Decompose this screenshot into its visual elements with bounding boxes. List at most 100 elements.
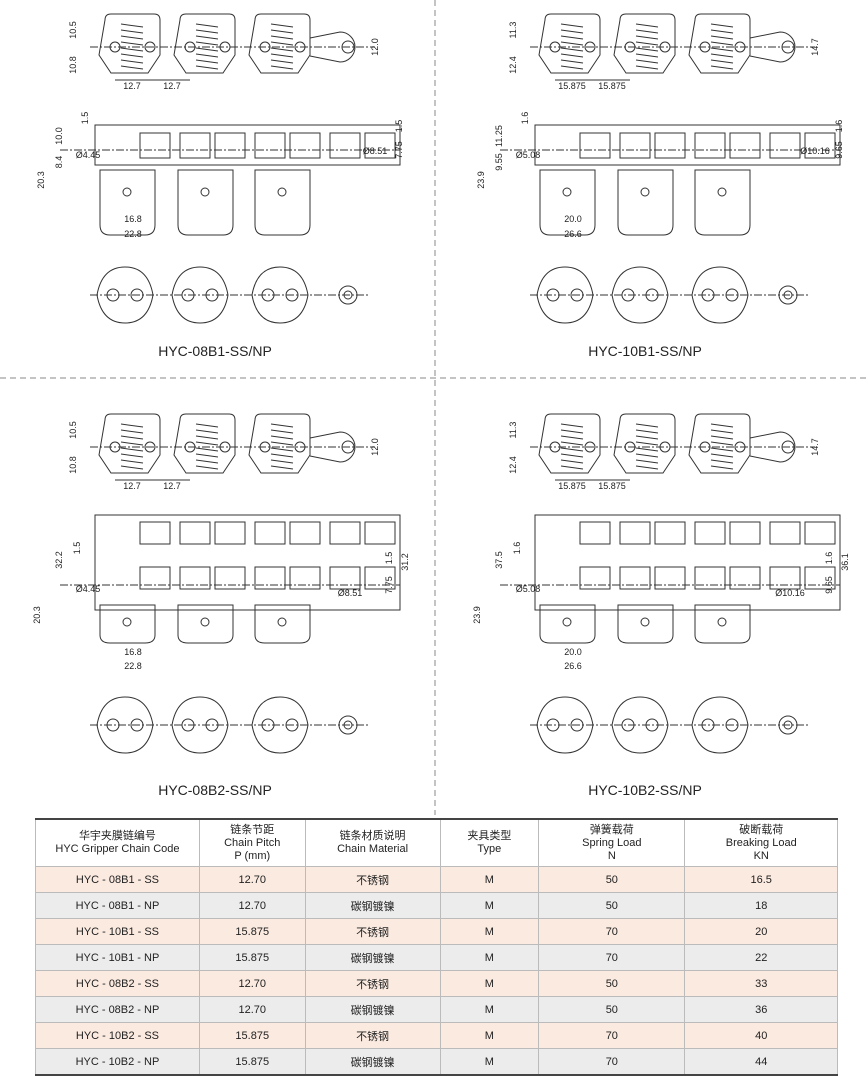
dimension-label: 26.6 bbox=[564, 229, 582, 239]
dimension-label: 37.5 bbox=[494, 551, 504, 569]
table-cell: 44 bbox=[684, 1048, 838, 1076]
dimension-label: Ø5.08 bbox=[516, 150, 541, 160]
bottom-view bbox=[90, 696, 370, 754]
table-cell: 70 bbox=[538, 1048, 686, 1076]
dimension-label: 12.0 bbox=[370, 38, 380, 56]
table-cell: HYC - 10B2 - NP bbox=[35, 1048, 200, 1076]
header-line: Chain Pitch bbox=[224, 836, 281, 849]
dimension-label: 14.7 bbox=[810, 38, 820, 56]
dimension-label: 9.55 bbox=[494, 153, 504, 171]
table-cell: 22 bbox=[684, 944, 838, 971]
dimension-label: 12.7 bbox=[163, 481, 181, 491]
table-cell: M bbox=[439, 944, 540, 971]
table-cell: HYC - 08B2 - SS bbox=[35, 970, 200, 997]
table-cell: HYC - 08B1 - SS bbox=[35, 866, 200, 893]
table-cell: M bbox=[439, 892, 540, 919]
dimension-label: 1.6 bbox=[824, 552, 834, 565]
header-line: 夹具类型 bbox=[467, 830, 512, 842]
table-cell: 不锈钢 bbox=[304, 1022, 441, 1049]
table-cell: 50 bbox=[538, 970, 686, 997]
dimension-label: 11.3 bbox=[508, 22, 518, 39]
table-cell: 12.70 bbox=[198, 892, 306, 919]
table-cell: HYC - 08B2 - NP bbox=[35, 996, 200, 1023]
header-line: 破断载荷 bbox=[739, 823, 784, 836]
table-cell: 50 bbox=[538, 866, 686, 893]
dimension-label: 7.75 bbox=[384, 576, 394, 594]
dimension-label: 16.8 bbox=[124, 647, 142, 657]
dimension-label: 16.8 bbox=[124, 214, 142, 224]
table-cell: M bbox=[439, 970, 540, 997]
header-line: HYC Gripper Chain Code bbox=[55, 843, 180, 855]
dimension-label: 36.1 bbox=[840, 553, 850, 571]
header-line: 弹簧载荷 bbox=[589, 823, 634, 836]
dimension-label: 7.75 bbox=[394, 141, 404, 159]
table-cell: 16.5 bbox=[684, 866, 838, 893]
dimension-label: 12.4 bbox=[508, 56, 518, 74]
drawing-title: HYC-08B2-SS/NP bbox=[158, 782, 272, 798]
dimension-label: Ø5.08 bbox=[516, 584, 541, 594]
dimension-label: 1.6 bbox=[520, 112, 530, 125]
table-cell: HYC - 10B1 - SS bbox=[35, 918, 200, 945]
bottom-view bbox=[530, 266, 810, 324]
dimension-label: 9.65 bbox=[824, 576, 834, 594]
dimension-label: 23.9 bbox=[472, 606, 482, 624]
table-cell: M bbox=[439, 1022, 540, 1049]
header-line: 链条材质说明 bbox=[339, 830, 406, 842]
header-line: Breaking Load bbox=[725, 836, 797, 849]
table-cell: 不锈钢 bbox=[304, 918, 441, 945]
table-cell: 15.875 bbox=[198, 1048, 306, 1076]
header-line: N bbox=[607, 849, 616, 862]
dimension-label: Ø8.51 bbox=[338, 588, 363, 598]
dimension-label: 1.6 bbox=[512, 542, 522, 555]
table-cell: 20 bbox=[684, 918, 838, 945]
table-cell: 碳钢镀镍 bbox=[304, 996, 441, 1023]
bottom-view bbox=[530, 696, 810, 754]
dimension-label: 1.5 bbox=[72, 542, 82, 555]
dimension-label: 10.0 bbox=[54, 127, 64, 145]
dimension-label: 10.5 bbox=[68, 21, 78, 39]
dimension-label: 11.3 bbox=[508, 422, 518, 439]
table-cell: 12.70 bbox=[198, 996, 306, 1023]
table-cell: 70 bbox=[538, 944, 686, 971]
dimension-label: 22.8 bbox=[124, 661, 142, 671]
table-cell: 15.875 bbox=[198, 944, 306, 971]
table-cell: 不锈钢 bbox=[304, 970, 441, 997]
dimension-label: 26.6 bbox=[564, 661, 582, 671]
dimension-label: 20.0 bbox=[564, 214, 582, 224]
table-cell: 40 bbox=[684, 1022, 838, 1049]
header-line: Chain Material bbox=[337, 843, 409, 855]
drawing-title: HYC-10B1-SS/NP bbox=[588, 343, 702, 359]
dimension-label: 22.8 bbox=[124, 229, 142, 239]
table-cell: HYC - 10B2 - SS bbox=[35, 1022, 200, 1049]
table-cell: 12.70 bbox=[198, 866, 306, 893]
header-line: 链条节距 bbox=[230, 823, 275, 836]
table-cell: 12.70 bbox=[198, 970, 306, 997]
table-cell: 70 bbox=[538, 1022, 686, 1049]
table-cell: 碳钢镀镍 bbox=[304, 944, 441, 971]
drawing-title: HYC-10B2-SS/NP bbox=[588, 782, 702, 798]
dimension-label: 15.875 bbox=[558, 81, 586, 91]
table-cell: HYC - 08B1 - NP bbox=[35, 892, 200, 919]
drawing-title: HYC-08B1-SS/NP bbox=[158, 343, 272, 359]
dimension-label: 31.2 bbox=[400, 553, 410, 571]
dimension-label: 9.65 bbox=[834, 141, 844, 159]
table-cell: 15.875 bbox=[198, 918, 306, 945]
dimension-label: 32.2 bbox=[54, 551, 64, 569]
table-cell: 33 bbox=[684, 970, 838, 997]
dimension-label: 15.875 bbox=[598, 481, 626, 491]
header-line: KN bbox=[753, 849, 769, 862]
